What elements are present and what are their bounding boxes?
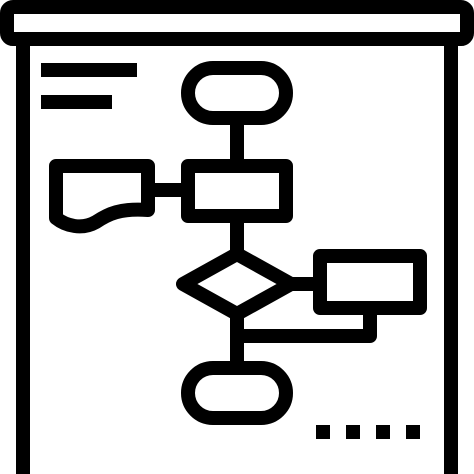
flowchart-end-terminator <box>181 361 293 425</box>
flowchart-right-process-box <box>313 249 427 315</box>
flowchart-start-terminator <box>181 61 293 125</box>
flowchart-decision-diamond <box>176 247 298 321</box>
flowchart-document-shape <box>49 159 155 234</box>
connector-right-box-return <box>230 301 377 343</box>
flowchart-process-box <box>181 159 293 223</box>
board-frame <box>16 32 458 474</box>
board-top-roller <box>0 0 474 46</box>
